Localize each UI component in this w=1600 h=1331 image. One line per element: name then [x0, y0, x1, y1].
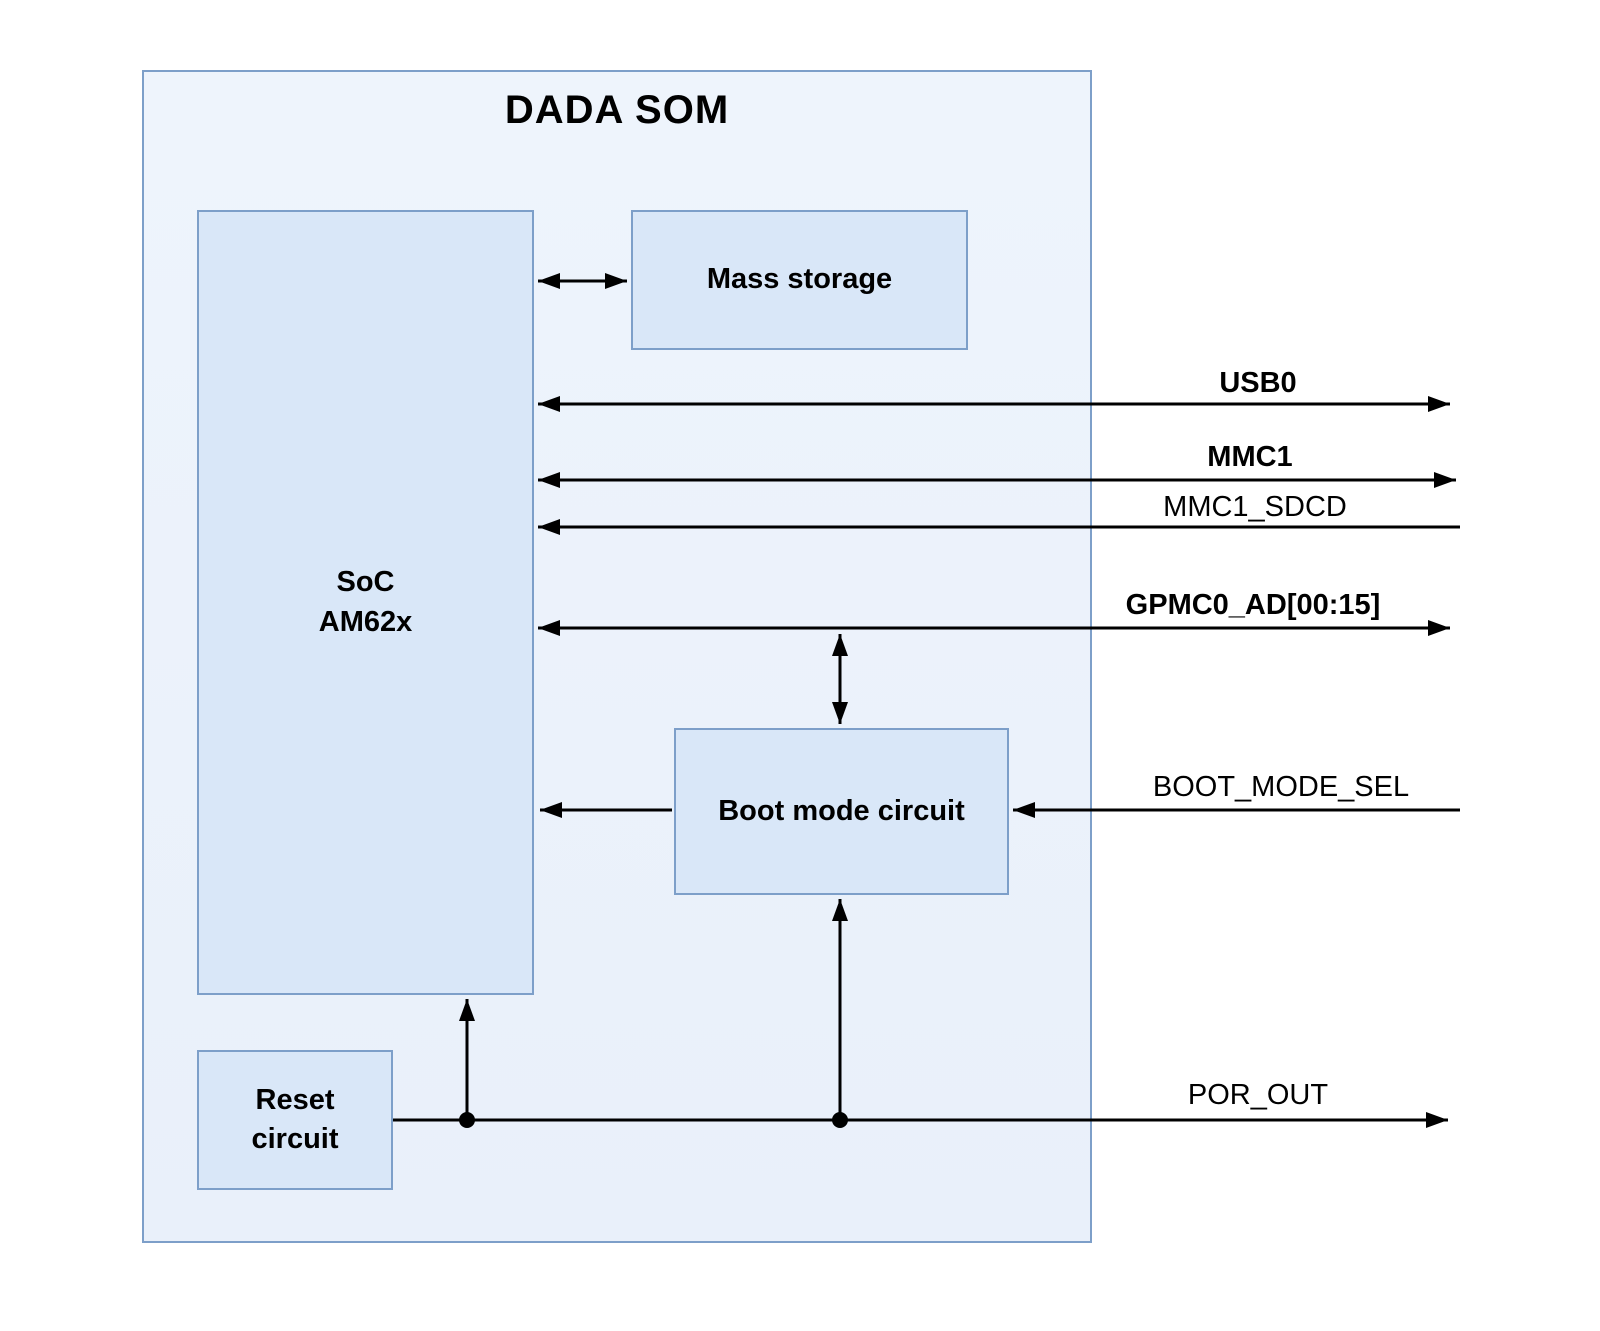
- usb0-signal-label: USB0: [1219, 367, 1297, 399]
- soc-label-line2: AM62x: [318, 605, 413, 638]
- diagram-title: DADA SOM: [504, 88, 730, 132]
- reset-label-line1: Reset: [255, 1083, 335, 1116]
- por-out-signal-label: POR_OUT: [1187, 1079, 1329, 1111]
- boot-mode-circuit-label: Boot mode circuit: [718, 794, 965, 827]
- reset-circuit-label: Reset circuit: [251, 1081, 338, 1159]
- soc-label-line1: SoC: [336, 566, 395, 599]
- boot-mode-sel-signal-label: BOOT_MODE_SEL: [1152, 771, 1410, 803]
- boot-mode-circuit-block: Boot mode circuit: [674, 728, 1009, 895]
- mass-storage-label: Mass storage: [706, 263, 893, 296]
- soc-block: SoC AM62x: [197, 210, 534, 995]
- reset-label-line2: circuit: [251, 1123, 339, 1155]
- reset-circuit-block: Reset circuit: [197, 1050, 393, 1190]
- gpmc0-ad-signal-label: GPMC0_AD[00:15]: [1125, 589, 1381, 621]
- mmc1-sdcd-signal-label: MMC1_SDCD: [1163, 491, 1347, 523]
- soc-block-label: SoC AM62x: [319, 563, 413, 641]
- mass-storage-block: Mass storage: [631, 210, 968, 350]
- mmc1-signal-label: MMC1: [1207, 441, 1293, 473]
